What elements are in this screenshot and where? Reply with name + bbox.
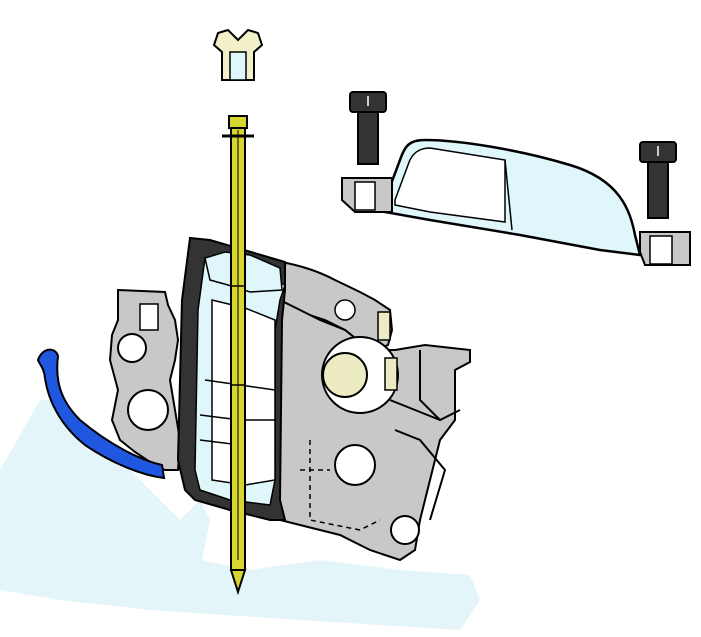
screw-right bbox=[639, 141, 677, 219]
screw-left bbox=[349, 91, 387, 165]
cover-lid bbox=[341, 138, 691, 266]
retainer-clip bbox=[212, 28, 264, 81]
blue-spring-lever bbox=[36, 348, 166, 480]
housing-hole-upper bbox=[117, 333, 147, 363]
housing-hole-lower bbox=[127, 389, 169, 431]
base-panel-left bbox=[0, 400, 210, 570]
axle-rod bbox=[222, 115, 254, 596]
hinge-pin bbox=[322, 311, 398, 398]
base-panel bbox=[0, 470, 480, 630]
